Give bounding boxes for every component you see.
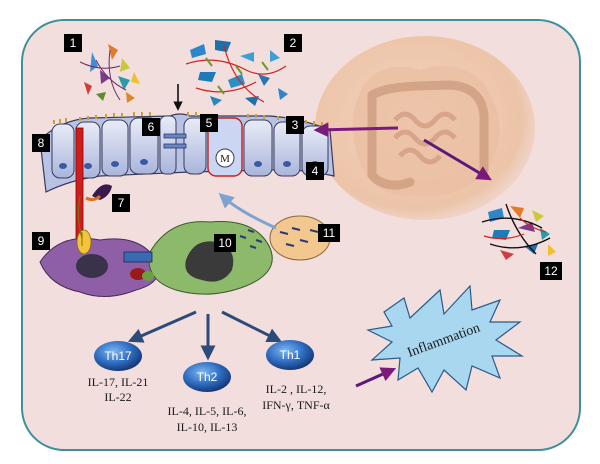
marker-12: 12 bbox=[540, 262, 562, 280]
th2-cell: Th2 bbox=[183, 362, 231, 392]
tcr-connector bbox=[123, 251, 153, 263]
th1-label: Th1 bbox=[280, 348, 301, 362]
goblet-hook bbox=[92, 184, 112, 200]
epithelial-layer: M bbox=[39, 112, 335, 193]
svg-text:8: 8 bbox=[38, 136, 45, 150]
svg-text:3: 3 bbox=[292, 118, 299, 132]
marker-5: 5 bbox=[200, 114, 218, 132]
marker-8: 8 bbox=[32, 134, 50, 152]
svg-text:10: 10 bbox=[218, 236, 232, 250]
marker-1: 1 bbox=[64, 34, 82, 52]
marker-10: 10 bbox=[214, 234, 236, 252]
th17-cytokines-line2: IL-22 bbox=[104, 390, 131, 404]
yellow-receptor bbox=[76, 229, 92, 255]
tight-junction bbox=[163, 133, 187, 139]
svg-text:6: 6 bbox=[148, 120, 155, 134]
th2-label: Th2 bbox=[197, 370, 218, 384]
th2-cytokines-line2: IL-10, IL-13 bbox=[177, 420, 238, 434]
svg-text:9: 9 bbox=[38, 234, 45, 248]
m-cell-label: M bbox=[220, 153, 230, 165]
svg-text:11: 11 bbox=[323, 226, 336, 240]
arrow-to-inflammation bbox=[355, 367, 397, 388]
th1-cytokines-line1: IL-2 , IL-12, bbox=[266, 382, 327, 396]
marker-4: 4 bbox=[306, 162, 324, 180]
marker-11: 11 bbox=[318, 224, 340, 242]
marker-6: 6 bbox=[142, 118, 160, 136]
m-cell bbox=[215, 148, 235, 168]
marker-3: 3 bbox=[286, 116, 304, 134]
arrow-antigen-to-mcell bbox=[218, 193, 277, 230]
svg-text:1: 1 bbox=[70, 36, 77, 50]
costim-molecule bbox=[130, 268, 146, 280]
marker-9: 9 bbox=[32, 232, 50, 250]
marker-2: 2 bbox=[284, 34, 302, 52]
bacteria-cluster-1 bbox=[79, 44, 140, 103]
svg-text:5: 5 bbox=[206, 116, 213, 130]
marker-7: 7 bbox=[112, 194, 130, 212]
svg-text:2: 2 bbox=[290, 36, 297, 50]
bacteria-cluster-12 bbox=[481, 203, 556, 260]
arrow-to-th17 bbox=[127, 310, 197, 343]
arrow-intestine-to-12 bbox=[423, 138, 492, 181]
svg-text:4: 4 bbox=[312, 164, 319, 178]
inflammation-burst: Inflammation bbox=[366, 284, 525, 394]
arrow-intestine-to-3 bbox=[313, 122, 399, 138]
bacteria-cluster-2 bbox=[185, 40, 288, 106]
svg-text:7: 7 bbox=[118, 196, 125, 210]
th1-cytokines-line2: IFN-γ, TNF-α bbox=[262, 398, 330, 412]
th1-cell: Th1 bbox=[266, 340, 314, 370]
svg-text:12: 12 bbox=[544, 264, 558, 278]
th17-cell: Th17 bbox=[94, 341, 142, 371]
arrow-to-th1 bbox=[221, 310, 283, 343]
th17-cytokines-line1: IL-17, IL-21 bbox=[88, 375, 149, 389]
th2-cytokines-line1: IL-4, IL-5, IL-6, bbox=[168, 404, 247, 418]
th17-label: Th17 bbox=[104, 349, 132, 363]
